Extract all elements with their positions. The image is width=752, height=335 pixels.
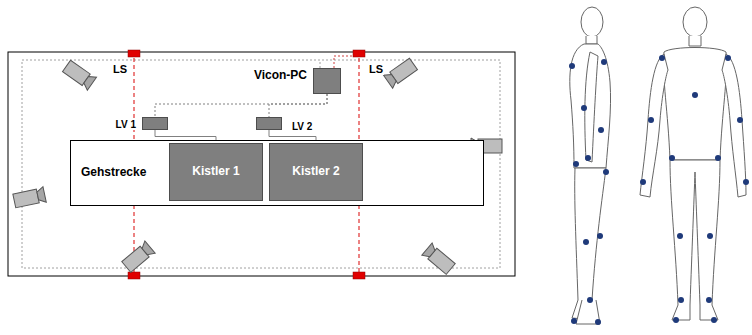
room-outline	[8, 52, 515, 276]
node-label: LV 2	[291, 121, 313, 133]
signal-wire	[269, 94, 327, 117]
force-plate: Kistler 2	[269, 143, 363, 201]
amplifier-box: LV 2	[256, 117, 282, 130]
sensor-label: LS	[368, 63, 384, 75]
sensor-label: LS	[112, 63, 128, 75]
amplifier-box: LV 1	[142, 117, 168, 130]
pc-wire	[320, 60, 321, 68]
node-label: Gehstrecke	[80, 166, 147, 180]
force-plate: Kistler 1	[169, 143, 263, 201]
body-side-view	[570, 7, 611, 324]
pc-box: Vicon-PC	[313, 68, 341, 94]
camera-icons	[13, 57, 502, 275]
walkway-band: Gehstrecke Kistler 1 Kistler 2	[70, 140, 484, 206]
marker-dots	[569, 55, 749, 325]
plate-label: Kistler 2	[292, 165, 339, 179]
node-label: Vicon-PC	[253, 69, 308, 83]
camera-wiring	[22, 60, 500, 268]
ls-wire	[334, 56, 354, 68]
signal-wire	[155, 94, 327, 117]
body-front-view	[640, 7, 746, 320]
plate-label: Kistler 1	[192, 165, 239, 179]
node-label: LV 1	[115, 119, 137, 131]
